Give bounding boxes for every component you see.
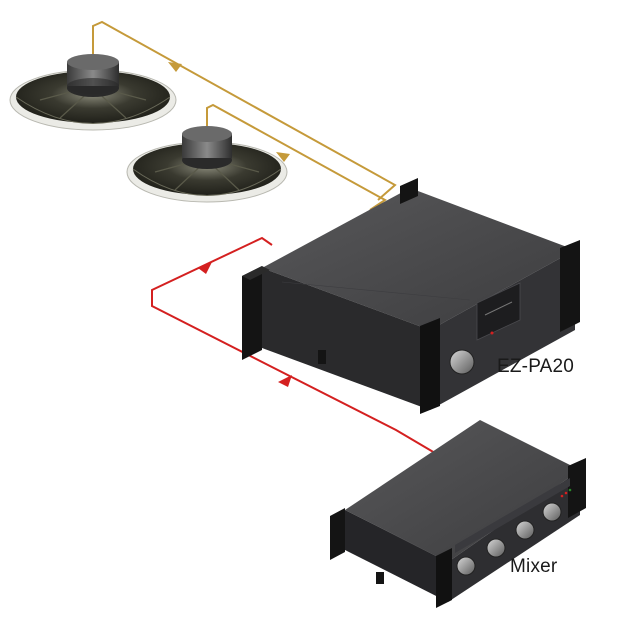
amplifier-ez-pa20	[242, 178, 580, 414]
mixer-knob-1	[456, 556, 476, 576]
speaker-1	[9, 54, 177, 131]
speaker-2	[126, 126, 288, 203]
mixer-knob-2	[486, 538, 506, 558]
speaker-wire-arrow-2	[276, 152, 290, 162]
speaker-wire-arrow-1	[168, 62, 182, 72]
mixer-knob-3	[515, 520, 535, 540]
signal-wire-arrow-2	[198, 262, 212, 274]
amplifier-volume-knob	[449, 349, 475, 375]
mixer-device	[330, 420, 586, 608]
mixer-label: Mixer	[510, 556, 558, 577]
speaker-wire-2	[206, 103, 387, 211]
signal-wire	[151, 236, 436, 454]
amplifier-label: EZ-PA20	[497, 356, 575, 377]
mixer-knob-4	[542, 502, 562, 522]
speaker-wire-1	[92, 20, 397, 201]
signal-wire-arrow-1	[278, 375, 292, 387]
